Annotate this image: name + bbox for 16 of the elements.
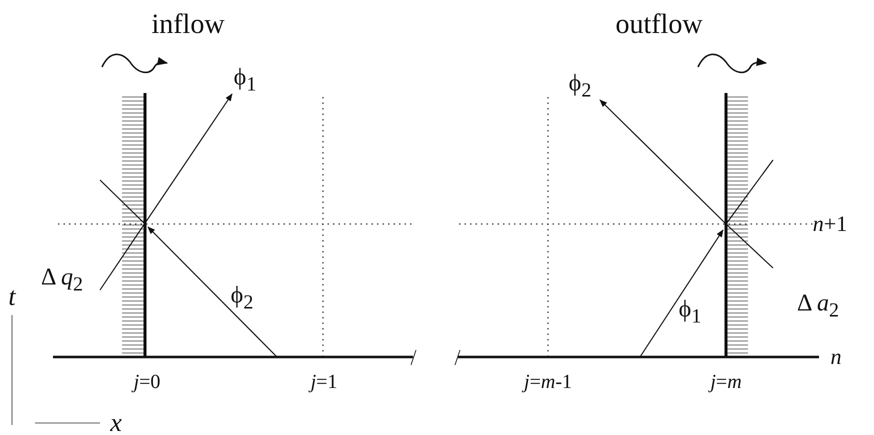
boundary-variable-label: Δ q$_{2}$ (40, 266, 84, 294)
characteristic-label: ϕ$_{2}$ (230, 284, 254, 312)
time-level-label: n (830, 346, 842, 368)
boundary-variable-label: Δ a$_{2}$ (796, 292, 840, 320)
grid-index-label: j=m-1 (524, 372, 572, 392)
characteristic-label: ϕ$_{1}$ (234, 66, 256, 94)
axis-label: t (8, 284, 16, 310)
axis-label: x (110, 410, 122, 435)
characteristic-label: ϕ$_{1}$ (678, 298, 702, 326)
characteristic-label: ϕ$_{2}$ (568, 72, 592, 100)
grid-index-label: j=1 (310, 372, 338, 392)
panel-title: inflow (151, 11, 225, 39)
grid-index-label: j=m (710, 372, 742, 392)
time-level-label: n+1 (812, 213, 848, 235)
panel-title: outflow (615, 11, 703, 39)
grid-index-label: j=0 (134, 372, 160, 392)
